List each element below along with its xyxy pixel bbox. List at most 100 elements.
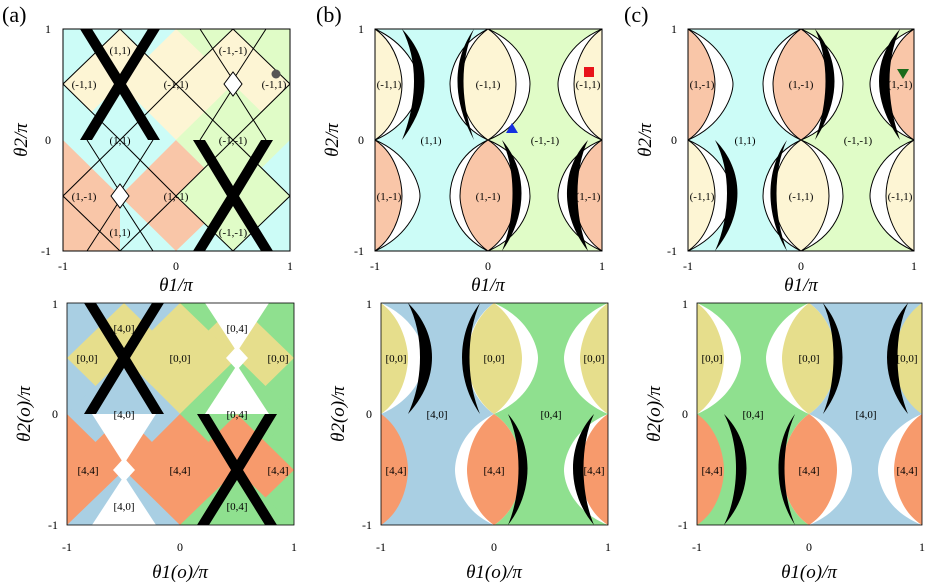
region-label: (1,-1): [576, 191, 601, 203]
region-label: (-1,-1): [219, 135, 248, 147]
tick-label: -1: [692, 540, 702, 554]
region-fill: [885, 139, 914, 251]
black-band: [887, 303, 908, 414]
tick-label: -1: [58, 259, 68, 273]
tick-label: 1: [291, 540, 297, 554]
region-label: (1,-1): [789, 79, 814, 91]
black-band: [879, 29, 900, 140]
panel-label-b: (b): [316, 2, 342, 27]
red-square-marker: [584, 67, 594, 77]
y-axis-label: θ2/π: [11, 123, 32, 157]
region-label: [0,0]: [169, 353, 190, 365]
region-label: [4,4]: [267, 465, 288, 477]
region-label: [0,4]: [742, 409, 763, 421]
black-crossing-region: [80, 29, 160, 140]
region-label: [0,0]: [896, 353, 917, 365]
region-label: (-1,1): [888, 191, 913, 203]
white-gap-region: [205, 365, 269, 414]
gray-circle-marker: [271, 69, 281, 79]
region-fill: [688, 139, 716, 251]
region-label: [0,4]: [540, 409, 561, 421]
black-band: [770, 140, 787, 251]
region-label: (1,1): [734, 135, 755, 147]
region-label: [4,4]: [896, 465, 917, 477]
region-label: [0,0]: [583, 353, 604, 365]
region-fill: [375, 139, 403, 251]
region-label: [0,0]: [701, 353, 722, 365]
panel-label-c: (c): [624, 2, 648, 27]
plot-frame: [66, 302, 295, 526]
region-label: [4,0]: [113, 323, 134, 335]
region-label: (-1,-1): [219, 45, 248, 57]
tick-label: 0: [682, 407, 688, 421]
tick-label: 0: [358, 133, 364, 147]
tick-label: -1: [370, 259, 380, 273]
region-label: [4,4]: [169, 465, 190, 477]
region-label: [0,0]: [385, 353, 406, 365]
black-band: [567, 140, 588, 251]
region-label: (1,-1): [888, 79, 913, 91]
tick-label: 1: [287, 259, 293, 273]
tick-label: -1: [48, 518, 58, 532]
tick-label: -1: [354, 244, 364, 258]
tick-label: -1: [41, 244, 51, 258]
region-label: [4,0]: [113, 409, 134, 421]
region-label: (1,1): [109, 135, 130, 147]
panel-a-bottom-plot: [4,0] [0,4] [0,0] [0,0] [0,0] [4,0] [0,4…: [66, 302, 295, 526]
x-axis-label: θ1/π: [784, 275, 818, 296]
tick-label: 0: [45, 133, 51, 147]
tick-label: -1: [683, 259, 693, 273]
region-label: (-1,-1): [531, 135, 560, 147]
region-label: (1,-1): [377, 191, 402, 203]
region-label: (1,-1): [690, 79, 715, 91]
black-band: [715, 140, 738, 251]
region-fill: [467, 414, 522, 525]
tick-label: 1: [605, 540, 611, 554]
region-fill: [894, 303, 922, 414]
tick-label: 1: [358, 22, 364, 36]
tick-label: 0: [52, 407, 58, 421]
tick-label: 0: [806, 540, 812, 554]
region-label: (-1,1): [262, 79, 287, 91]
tick-label: -1: [62, 540, 72, 554]
region-fill: [782, 303, 837, 414]
region-fill: [580, 303, 608, 414]
black-band: [815, 29, 835, 140]
tick-labels-top-row: 1 0 -1 -1 0 1 1 0 -1 -1 0 1 1 0 -1 -1 0 …: [41, 22, 917, 273]
black-crossing-region: [197, 414, 277, 525]
region-fill: [580, 414, 608, 525]
region-fill: [381, 414, 408, 525]
tick-label: 1: [52, 297, 58, 311]
black-band: [408, 303, 432, 414]
region-label: [0,4]: [226, 409, 247, 421]
tick-label: 1: [682, 297, 688, 311]
x-axis-label: θ1(o)/π: [466, 562, 522, 583]
region-label: [4,4]: [483, 465, 504, 477]
region-fill: [697, 414, 724, 525]
black-band: [457, 29, 474, 140]
y-axis-label: θ2(o)/π: [644, 386, 665, 442]
tick-label: 0: [798, 259, 804, 273]
region-label: [4,0]: [855, 409, 876, 421]
tick-label: -1: [362, 518, 372, 532]
region-label: (1,1): [109, 45, 130, 57]
tick-label: 1: [671, 22, 677, 36]
black-band: [502, 140, 522, 251]
tick-label: 0: [485, 259, 491, 273]
black-band: [778, 414, 795, 525]
region-label: [4,4]: [583, 465, 604, 477]
tick-label: 1: [45, 22, 51, 36]
white-gap-region: [92, 414, 156, 464]
region-label: [0,4]: [226, 323, 247, 335]
panel-label-a: (a): [2, 2, 26, 27]
x-axis-label: θ1(o)/π: [781, 562, 837, 583]
region-label: (1,1): [420, 135, 441, 147]
region-fill: [688, 29, 716, 141]
y-axis-label: θ2/π: [322, 123, 343, 157]
region-label: (1,-1): [476, 191, 501, 203]
region-label: (1,-1): [72, 191, 97, 203]
tick-labels-bottom-row: 1 0 -1 -1 0 1 1 0 -1 -1 0 1 1 0 -1 -1 0 …: [48, 297, 925, 554]
black-band: [823, 303, 843, 414]
region-label: [4,4]: [77, 465, 98, 477]
